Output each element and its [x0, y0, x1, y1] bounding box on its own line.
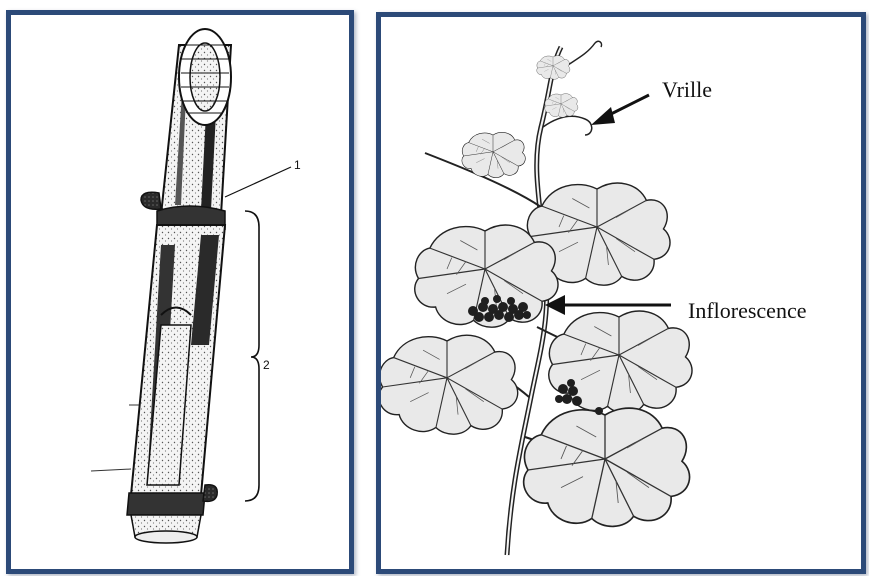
vine-leaf	[381, 335, 518, 434]
label-inflorescence: Inflorescence	[688, 300, 806, 322]
vine-leaf	[524, 408, 690, 526]
callout-1: 1	[294, 159, 301, 171]
lower-internode	[131, 225, 225, 495]
small-leaf	[462, 132, 525, 177]
vine-illustration	[381, 17, 861, 569]
young-leaf	[537, 56, 570, 80]
label-tendril: Vrille	[662, 79, 712, 101]
internode-brace	[245, 211, 259, 501]
bottom-node	[127, 485, 217, 543]
cut-top-pith	[179, 29, 231, 125]
young-leaf	[545, 94, 578, 118]
arrow-inflorescence	[545, 295, 671, 315]
tick-mark	[91, 469, 131, 471]
callout-2: 2	[263, 359, 270, 371]
cane-section-panel: 1 2	[6, 10, 354, 574]
vine-shoot-panel: Vrille Inflorescence	[376, 12, 866, 574]
cane-illustration	[11, 15, 349, 569]
arrow-tendril	[591, 95, 649, 125]
leader-line-1	[225, 167, 291, 197]
